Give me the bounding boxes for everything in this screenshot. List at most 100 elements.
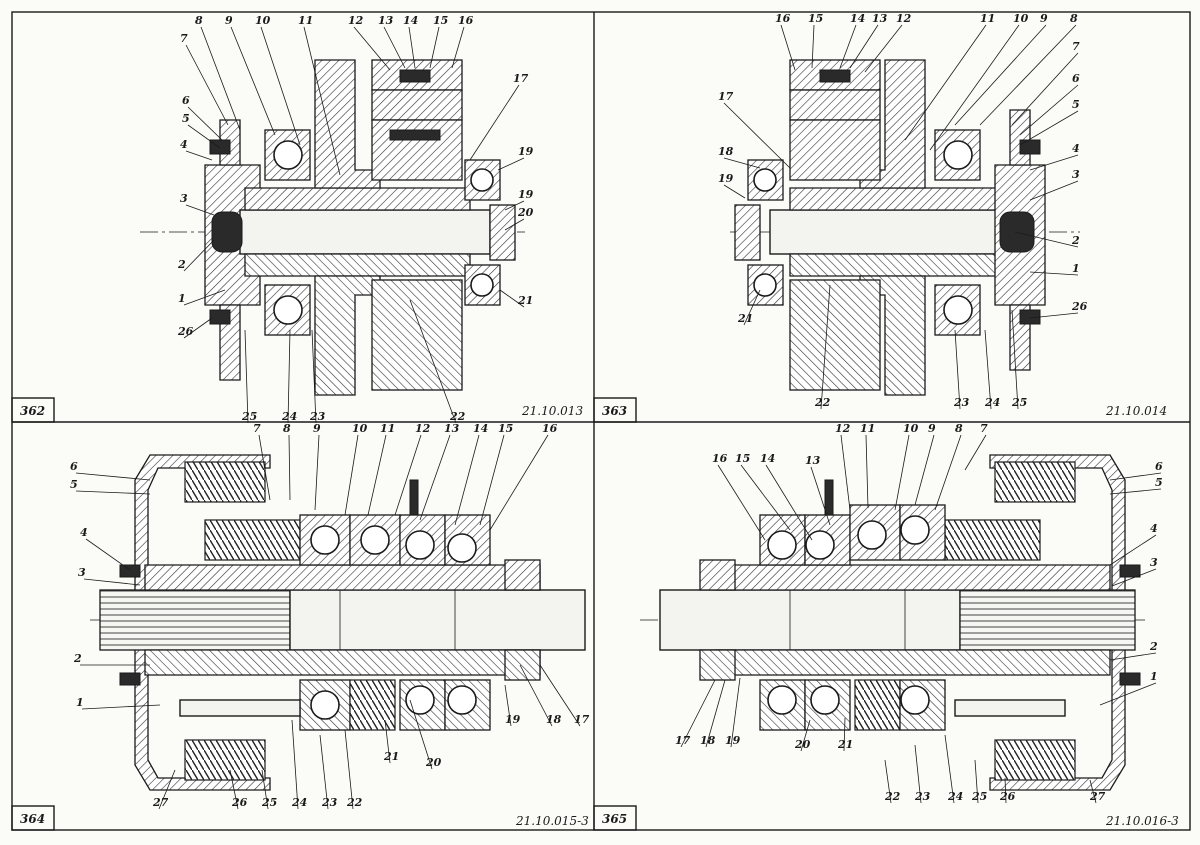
part-label-364-23: 23	[321, 796, 338, 809]
part-label-362-7: 7	[180, 32, 188, 45]
leader-line	[730, 677, 741, 748]
leader-line	[984, 329, 992, 410]
leader-line	[311, 329, 317, 424]
part-label-362-21: 21	[517, 294, 533, 307]
leader-line	[454, 434, 480, 526]
part-label-362-24: 24	[281, 410, 297, 423]
leader-line	[260, 26, 301, 146]
leader-line	[954, 329, 961, 410]
part-label-364-10: 10	[352, 422, 368, 435]
figure-number-363: 363	[602, 404, 627, 418]
leader-line	[843, 717, 846, 752]
leader-line	[353, 26, 391, 71]
part-label-364-1: 1	[76, 696, 84, 709]
leader-line	[303, 26, 341, 176]
part-label-362-19: 19	[518, 145, 534, 158]
part-label-365-24: 24	[947, 790, 963, 803]
part-label-362-6: 6	[182, 94, 190, 107]
part-label-365-2: 2	[1149, 640, 1158, 653]
leader-line	[319, 734, 329, 810]
leader-line	[680, 679, 716, 748]
part-label-364-2: 2	[73, 652, 82, 665]
part-label-365-20: 20	[794, 738, 811, 751]
part-label-363-22: 22	[814, 396, 831, 409]
part-label-364-14: 14	[473, 422, 488, 435]
drawing-364	[90, 454, 586, 791]
part-label-364-25: 25	[261, 796, 277, 809]
leader-line	[83, 578, 141, 586]
leader-line	[743, 289, 761, 326]
part-label-362-15: 15	[433, 14, 448, 27]
part-label-363-21: 21	[737, 312, 753, 325]
leader-line	[497, 157, 525, 171]
leader-line	[765, 464, 813, 541]
part-label-363-4: 4	[1072, 142, 1080, 155]
leader-line	[964, 434, 987, 471]
leader-line	[344, 729, 354, 810]
leader-line	[1029, 154, 1079, 171]
part-label-365-19: 19	[725, 734, 741, 747]
part-label-365-15: 15	[735, 452, 750, 465]
leader-line	[75, 472, 151, 481]
part-label-365-12: 12	[835, 422, 851, 435]
leader-line	[539, 664, 581, 727]
leader-line	[230, 26, 276, 136]
part-label-363-15: 15	[808, 12, 823, 25]
leader-line	[409, 699, 433, 770]
part-label-363-16: 16	[775, 12, 791, 25]
leader-line	[367, 434, 387, 516]
part-label-365-23: 23	[914, 790, 931, 803]
leader-line	[1011, 52, 1079, 126]
leader-line	[200, 26, 241, 131]
leader-line	[1029, 180, 1079, 201]
leader-line	[1099, 682, 1157, 706]
part-label-364-15: 15	[498, 422, 513, 435]
leader-line	[1109, 488, 1162, 495]
leader-line	[314, 434, 320, 511]
leader-line	[187, 124, 221, 149]
leader-line	[408, 26, 416, 69]
leader-line	[504, 200, 525, 211]
leader-line	[849, 24, 879, 69]
part-label-365-18: 18	[700, 734, 716, 747]
part-label-363-9: 9	[1040, 12, 1048, 25]
part-label-364-13: 13	[444, 422, 460, 435]
leader-line	[469, 84, 520, 161]
part-label-365-10: 10	[903, 422, 919, 435]
leader-line	[288, 434, 291, 501]
part-label-362-5: 5	[182, 112, 190, 125]
part-label-363-3: 3	[1072, 168, 1080, 181]
part-label-364-7: 7	[253, 422, 261, 435]
captions: 362 21.10.013 363 21.10.014 364 21.10.01…	[11, 397, 1179, 831]
leader-line	[383, 26, 406, 69]
leader-line	[183, 239, 215, 272]
part-label-363-24: 24	[984, 396, 1000, 409]
part-label-362-11: 11	[298, 14, 313, 27]
leader-line	[244, 329, 249, 424]
part-label-365-1: 1	[1150, 670, 1158, 683]
part-label-364-4: 4	[80, 526, 88, 539]
leader-line	[291, 719, 299, 810]
drawing-code-363: 21.10.014	[1105, 404, 1167, 418]
leader-line	[451, 26, 465, 69]
leader-line	[81, 704, 161, 710]
leader-line	[158, 769, 176, 810]
part-label-365-14: 14	[760, 452, 775, 465]
leader-line	[944, 734, 955, 804]
part-label-365-4: 4	[1150, 522, 1158, 535]
part-label-362-10: 10	[255, 14, 271, 27]
part-label-364-26: 26	[231, 796, 248, 809]
leader-line	[499, 289, 525, 308]
drawing-code-365: 21.10.016-3	[1105, 814, 1179, 828]
leader-line	[1029, 271, 1079, 276]
leader-line	[705, 679, 726, 748]
part-label-362-12: 12	[348, 14, 364, 27]
part-label-362-20: 20	[517, 206, 534, 219]
part-label-365-3: 3	[1150, 556, 1158, 569]
part-label-365-25: 25	[971, 790, 987, 803]
part-label-364-3: 3	[78, 566, 86, 579]
leader-line	[840, 434, 851, 511]
figure-number-364: 364	[20, 812, 45, 826]
part-label-365-6: 6	[1155, 460, 1163, 473]
